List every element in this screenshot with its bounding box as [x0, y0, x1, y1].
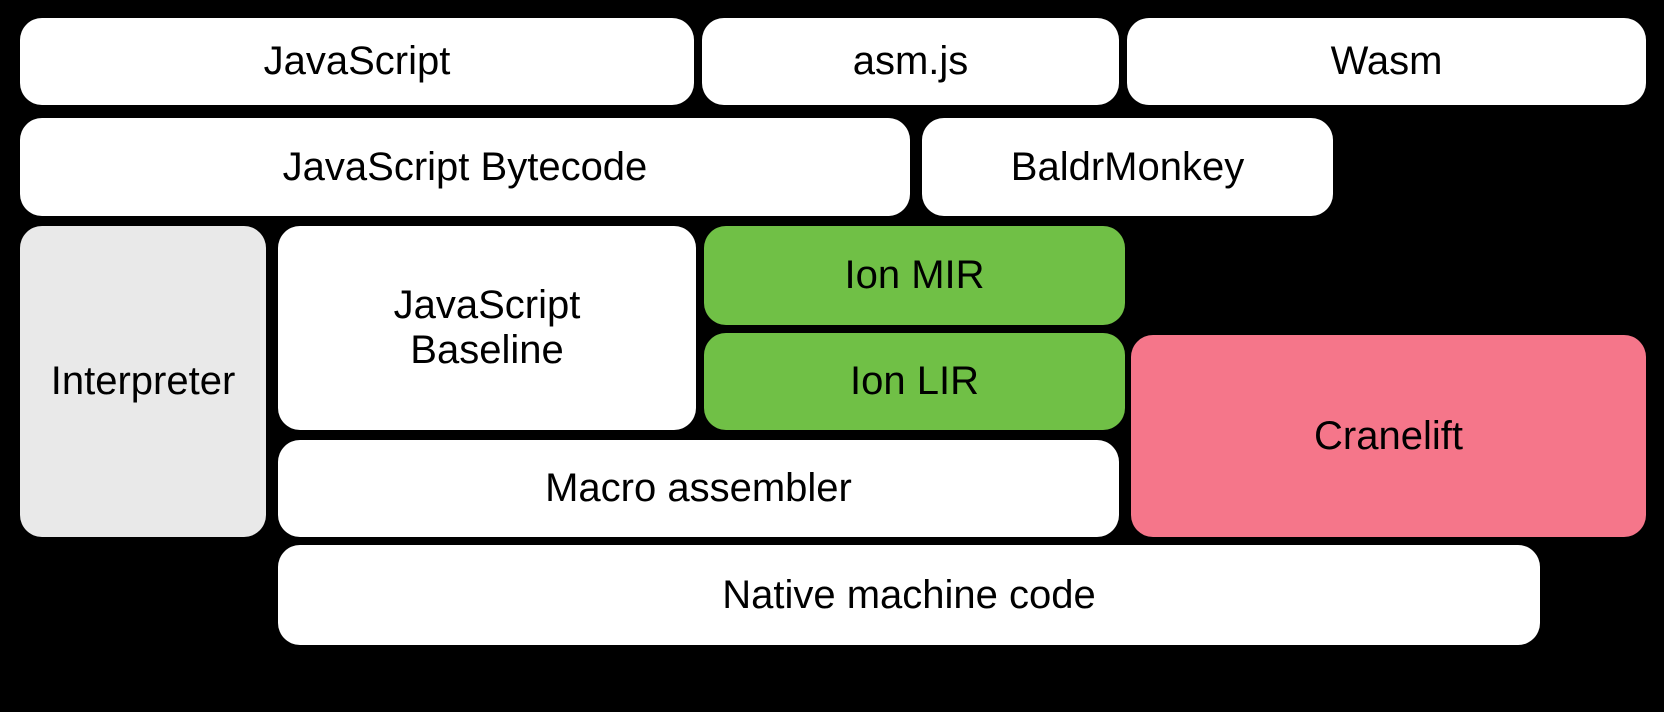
node-ion-mir: Ion MIR	[704, 226, 1125, 325]
node-asmjs: asm.js	[702, 18, 1119, 105]
node-cranelift: Cranelift	[1131, 335, 1646, 537]
node-wasm: Wasm	[1127, 18, 1646, 105]
node-native-machine-code: Native machine code	[278, 545, 1540, 645]
node-javascript-bytecode: JavaScript Bytecode	[20, 118, 910, 216]
node-javascript: JavaScript	[20, 18, 694, 105]
node-baldrmonkey: BaldrMonkey	[922, 118, 1333, 216]
node-interpreter: Interpreter	[20, 226, 266, 537]
node-ion-lir: Ion LIR	[704, 333, 1125, 430]
node-javascript-baseline: JavaScript Baseline	[278, 226, 696, 430]
node-macro-assembler: Macro assembler	[278, 440, 1119, 537]
